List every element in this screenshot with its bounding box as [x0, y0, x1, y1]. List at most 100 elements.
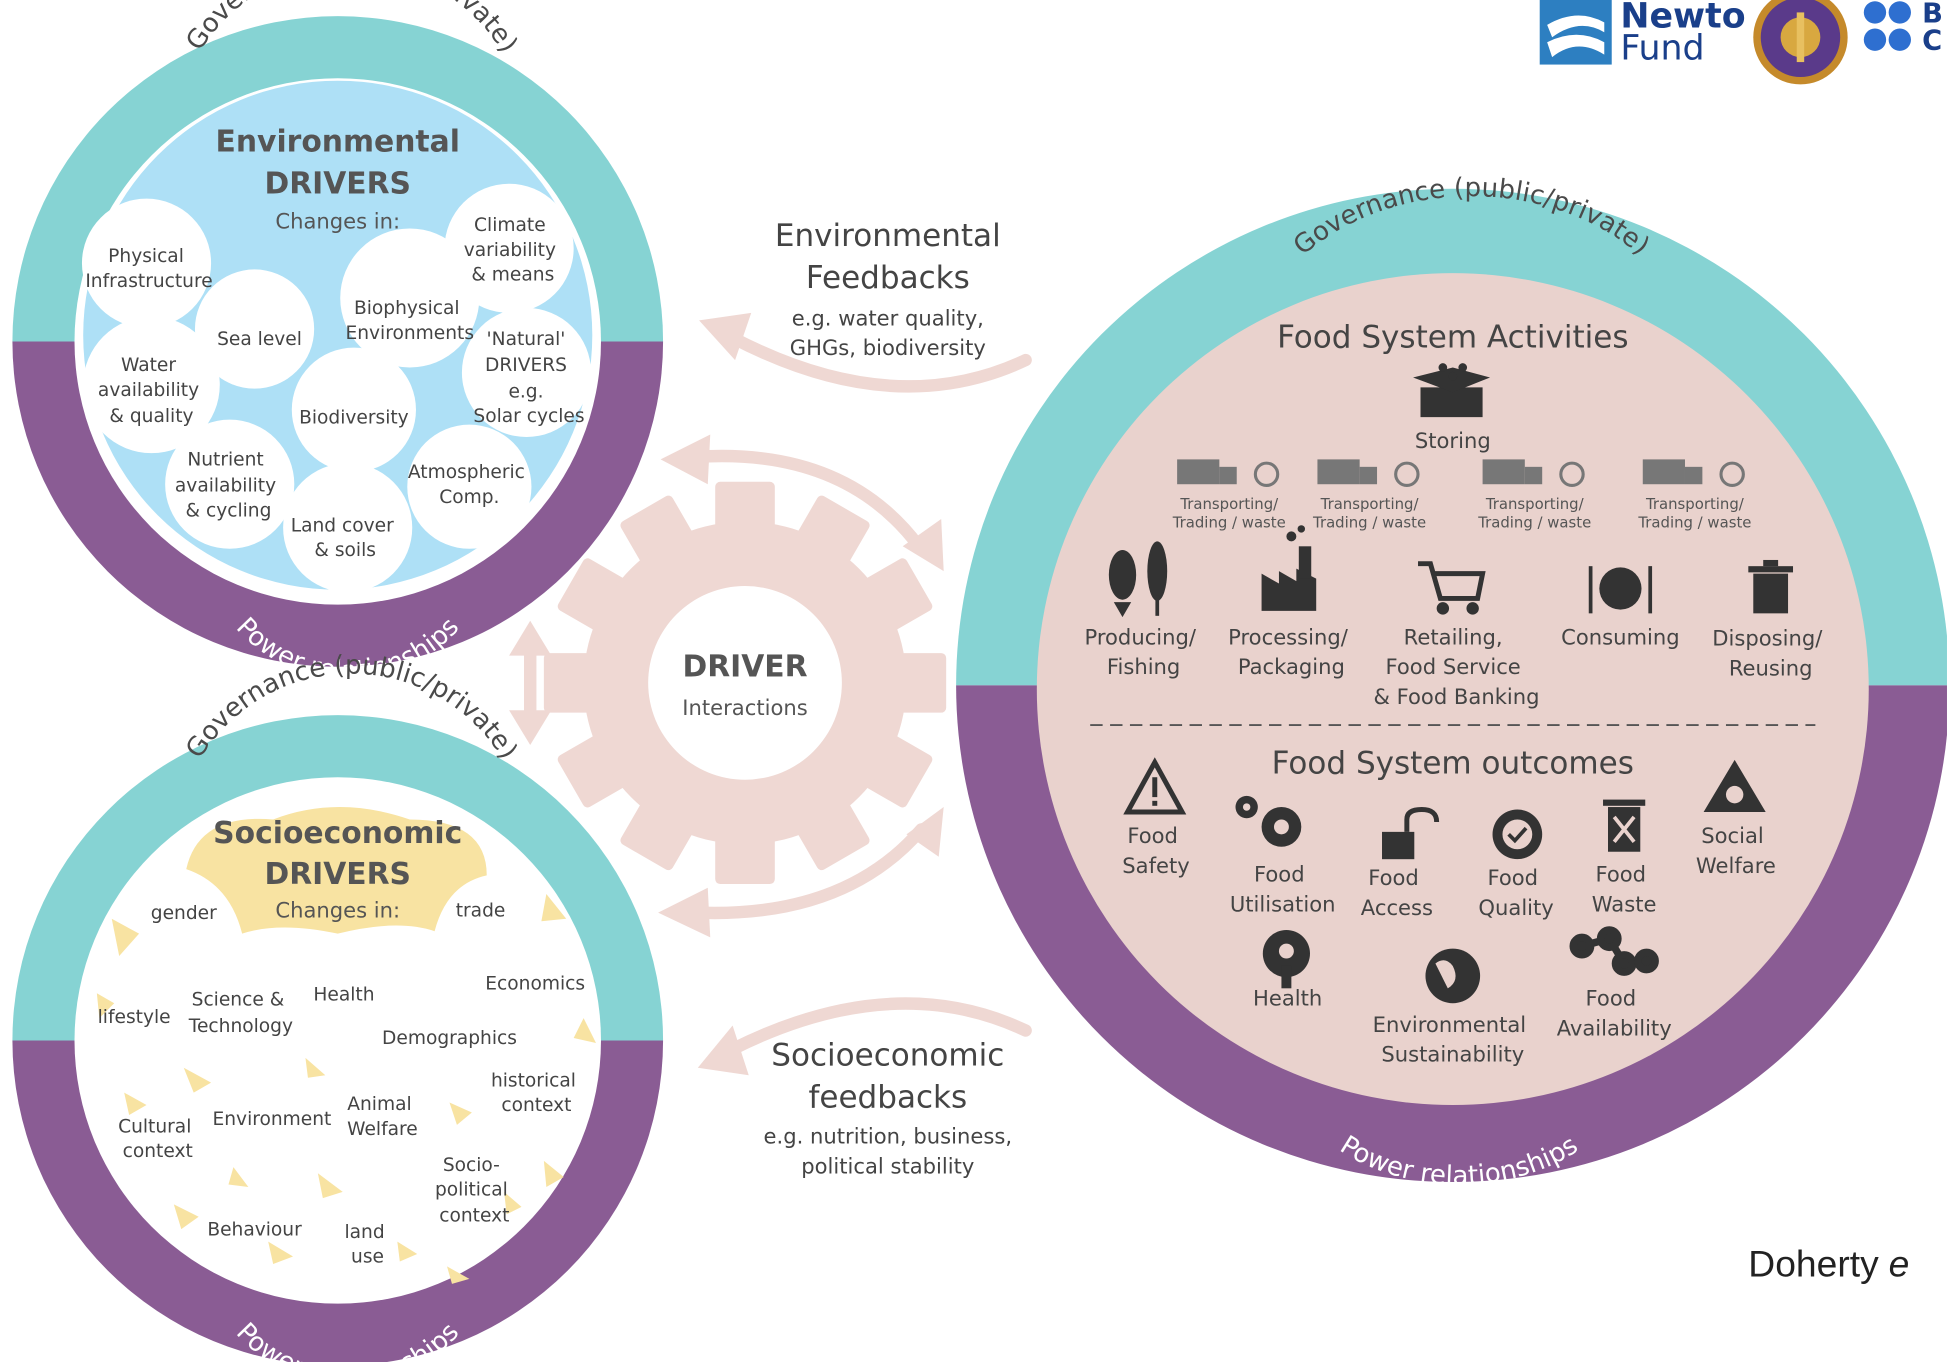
warning-icon — [1123, 757, 1187, 815]
transport-truck-icon — [1317, 459, 1420, 488]
outcome-health: Health — [1253, 986, 1322, 1011]
outcome-food-access: Food Access — [1361, 865, 1433, 920]
soc-item-environment: Environment — [213, 1109, 332, 1130]
env-item-biophysical: Biophysical Environments — [345, 298, 474, 344]
processing-icon — [1261, 525, 1317, 611]
transport-label-line1: Transporting/ — [1645, 495, 1745, 513]
outcome-environmental-sustainability: Environmental Sustainability — [1373, 1012, 1533, 1067]
newton-fund-name-line2: Fund — [1620, 29, 1704, 69]
british-council-logo: B C — [1863, 0, 1943, 57]
activity-disposing: Disposing/ Reusing — [1712, 626, 1829, 681]
env-item-land-cover: Land cover & soils — [291, 515, 400, 561]
soc-changes-in: Changes in: — [275, 898, 400, 923]
food-activities-title: Food System Activities — [1277, 320, 1628, 356]
disposing-icon — [1748, 559, 1794, 614]
transport-label-line2: Trading / waste — [1477, 514, 1591, 532]
unlock-icon — [1382, 807, 1440, 860]
soc-item-science: Science & Technology — [188, 990, 293, 1037]
env-item-nutrient: Nutrient availability & cycling — [175, 450, 282, 522]
outcome-food-utilisation: Food Utilisation — [1230, 862, 1336, 917]
env-item-physical-infrastructure: Physical Infrastructure — [85, 246, 212, 292]
env-feedbacks-sub1: e.g. water quality, — [792, 305, 984, 330]
soc-item-demographics: Demographics — [382, 1028, 517, 1049]
env-item-sea-level: Sea level — [217, 329, 302, 350]
gears-icon — [1235, 795, 1302, 847]
socio-feedbacks-title2: feedbacks — [808, 1080, 967, 1116]
soc-item-cultural: Cultural context — [118, 1116, 197, 1162]
newton-fund-name-line1: Newto — [1620, 0, 1745, 36]
activity-producing: Producing/ Fishing — [1084, 624, 1202, 679]
lower-interaction-arrow — [689, 823, 928, 920]
soc-item-lifestyle: lifestyle — [98, 1007, 171, 1028]
activity-processing: Processing/ Packaging — [1228, 624, 1354, 679]
socio-feedbacks-sub1: e.g. nutrition, business, — [764, 1124, 1012, 1149]
soc-title-line2: DRIVERS — [264, 857, 411, 892]
soc-title-line1: Socioeconomic — [213, 816, 462, 851]
transport-label-line1: Transporting/ — [1485, 495, 1585, 513]
soc-item-historical: historical context — [491, 1070, 582, 1116]
transport-label-line2: Trading / waste — [1637, 514, 1751, 532]
env-item-atmospheric: Atmospheric Comp. — [408, 462, 531, 508]
transport-truck-icon — [1482, 459, 1585, 488]
university-seal-logo — [1753, 0, 1848, 85]
soc-item-behaviour: Behaviour — [207, 1219, 302, 1240]
environmental-feedbacks-label: Environmental Feedbacks e.g. water quali… — [775, 218, 1001, 360]
env-item-natural-drivers: 'Natural' DRIVERS e.g. Solar cycles — [473, 329, 584, 427]
retailing-icon — [1418, 561, 1486, 615]
food-outcomes-title: Food System outcomes — [1272, 746, 1634, 782]
transport-label-line1: Transporting/ — [1320, 495, 1420, 513]
transport-truck-icon — [1642, 459, 1745, 488]
socioeconomic-drivers-circle: Socioeconomic DRIVERS Changes in: gender… — [12, 651, 663, 1362]
socio-feedback-arrow — [726, 997, 1032, 1056]
outcome-food-waste: Food Waste — [1592, 862, 1657, 917]
env-item-water: Water availability & quality — [98, 355, 205, 427]
outcome-social-welfare: Social Welfare — [1696, 823, 1776, 878]
consuming-icon — [1588, 566, 1653, 614]
transport-label-line2: Trading / waste — [1312, 514, 1426, 532]
transport-row: Transporting/Trading / wasteTransporting… — [1172, 459, 1751, 532]
activity-consuming: Consuming — [1561, 624, 1680, 649]
activity-retailing: Retailing, Food Service & Food Banking — [1373, 624, 1539, 709]
soc-item-gender: gender — [151, 903, 217, 924]
logos: Newto Fund B C — [1539, 0, 1943, 85]
storing-label: Storing — [1415, 428, 1491, 453]
socio-feedbacks-title1: Socioeconomic — [771, 1037, 1004, 1073]
env-feedbacks-sub2: GHGs, biodiversity — [790, 335, 986, 360]
outcome-food-safety: Food Safety — [1122, 823, 1189, 878]
social-welfare-icon — [1703, 759, 1766, 813]
env-feedbacks-title2: Feedbacks — [806, 260, 970, 296]
env-title-line1: Environmental — [215, 124, 460, 159]
env-item-biodiversity: Biodiversity — [299, 407, 409, 428]
driver-interactions-gear: DRIVER Interactions — [543, 481, 947, 885]
soc-item-economics: Economics — [485, 974, 585, 995]
soc-item-land-use: land use — [344, 1222, 390, 1268]
health-tree-icon — [1262, 929, 1310, 989]
transport-label-line2: Trading / waste — [1172, 514, 1286, 532]
quality-badge-icon — [1492, 809, 1543, 860]
soc-item-sociopolitical: Socio- political context — [435, 1155, 514, 1227]
environmental-drivers-circle: Environmental DRIVERS Changes in: Physic… — [12, 0, 663, 686]
socioeconomic-feedbacks-label: Socioeconomic feedbacks e.g. nutrition, … — [764, 1037, 1012, 1178]
outcome-food-quality: Food Quality — [1478, 865, 1553, 920]
globe-icon — [1425, 948, 1481, 1004]
upper-interaction-arrow — [689, 449, 926, 553]
british-council-name-line1: B — [1922, 0, 1943, 29]
env-feedbacks-title1: Environmental — [775, 218, 1001, 254]
food-system-circle: Governance (public/private) Power relati… — [956, 173, 1947, 1191]
producing-icon — [1108, 541, 1168, 618]
soc-item-animal-welfare: Animal Welfare — [347, 1094, 418, 1140]
feedback-arrows — [509, 312, 1032, 1076]
env-changes-in: Changes in: — [275, 208, 400, 233]
env-feedback-arrow — [726, 331, 1032, 393]
soc-item-trade: trade — [456, 900, 506, 921]
storing-icon — [1413, 363, 1491, 418]
waste-bin-icon — [1603, 799, 1646, 852]
env-item-climate: Climate variability & means — [464, 215, 562, 286]
env-title-line2: DRIVERS — [264, 167, 411, 202]
socio-feedbacks-sub2: political stability — [801, 1153, 974, 1178]
availability-network-icon — [1569, 926, 1659, 976]
british-council-name-line2: C — [1922, 26, 1942, 57]
